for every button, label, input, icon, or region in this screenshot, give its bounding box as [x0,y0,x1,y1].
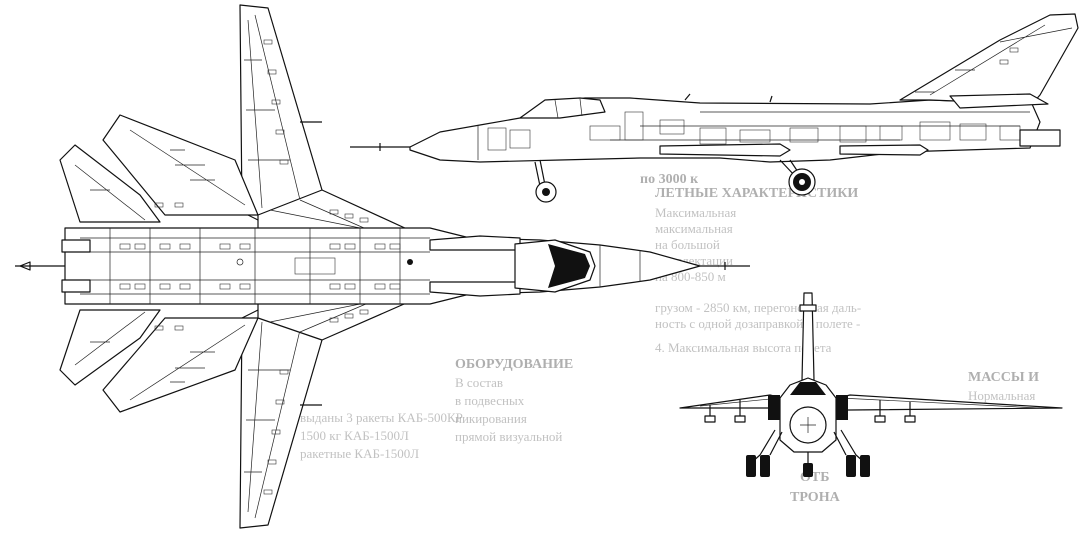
front-canopy [790,382,826,395]
bg-heading-10: ОБОРУДОВАНИЕ [455,357,574,372]
side-store-2 [839,144,929,156]
bg-line-0: по 3000 к [640,172,699,187]
bg-line-13: пикирования [455,411,527,426]
side-nose-gear [534,159,546,187]
lower-wing [239,309,323,529]
upper-nozzle [61,239,91,253]
bg-line-4: на большой [655,237,720,252]
side-stabilizer [949,93,1049,109]
front-right-wing [829,394,1063,411]
bg-line-2: Максимальная [655,205,737,220]
bg-col0-1: 1500 кг КАБ-1500Л [300,428,409,443]
front-nose-wheel [803,463,813,477]
bg-col0-2: ракетные КАБ-1500Л [300,446,420,461]
front-left-intake [768,395,780,420]
bg-col2-0: МАССЫ И [968,370,1039,385]
bg-col2-1: Нормальная [968,388,1036,403]
lower-nozzle [61,279,91,293]
front-right-wheel-a [846,455,856,477]
front-view [679,292,1063,477]
top-view [15,4,750,529]
side-canopy [519,97,606,119]
side-store [659,143,791,157]
bg-line-12: в подвесных [455,393,525,408]
bg-line-3: максимальная [655,221,733,236]
upper-wing [239,4,323,221]
upper-fin [59,144,161,223]
lower-fin [59,309,161,386]
front-right-wheel-b [860,455,870,477]
bg-col2-3: ТРОНА [790,490,840,505]
lower-intake [429,281,521,297]
bg-col0-0: выданы 3 ракеты КАБ-500КР [300,410,463,425]
bg-line-11: В состав [455,375,504,390]
side-view [350,13,1079,203]
side-nozzle [1019,129,1061,147]
front-left-wheel-a [746,455,756,477]
fuselage-top [64,227,701,305]
front-left-wheel-b [760,455,770,477]
bg-line-9: 4. Максимальная высота полета [655,340,832,355]
front-right-intake [836,395,848,420]
bg-line-14: прямой визуальной [455,429,563,444]
